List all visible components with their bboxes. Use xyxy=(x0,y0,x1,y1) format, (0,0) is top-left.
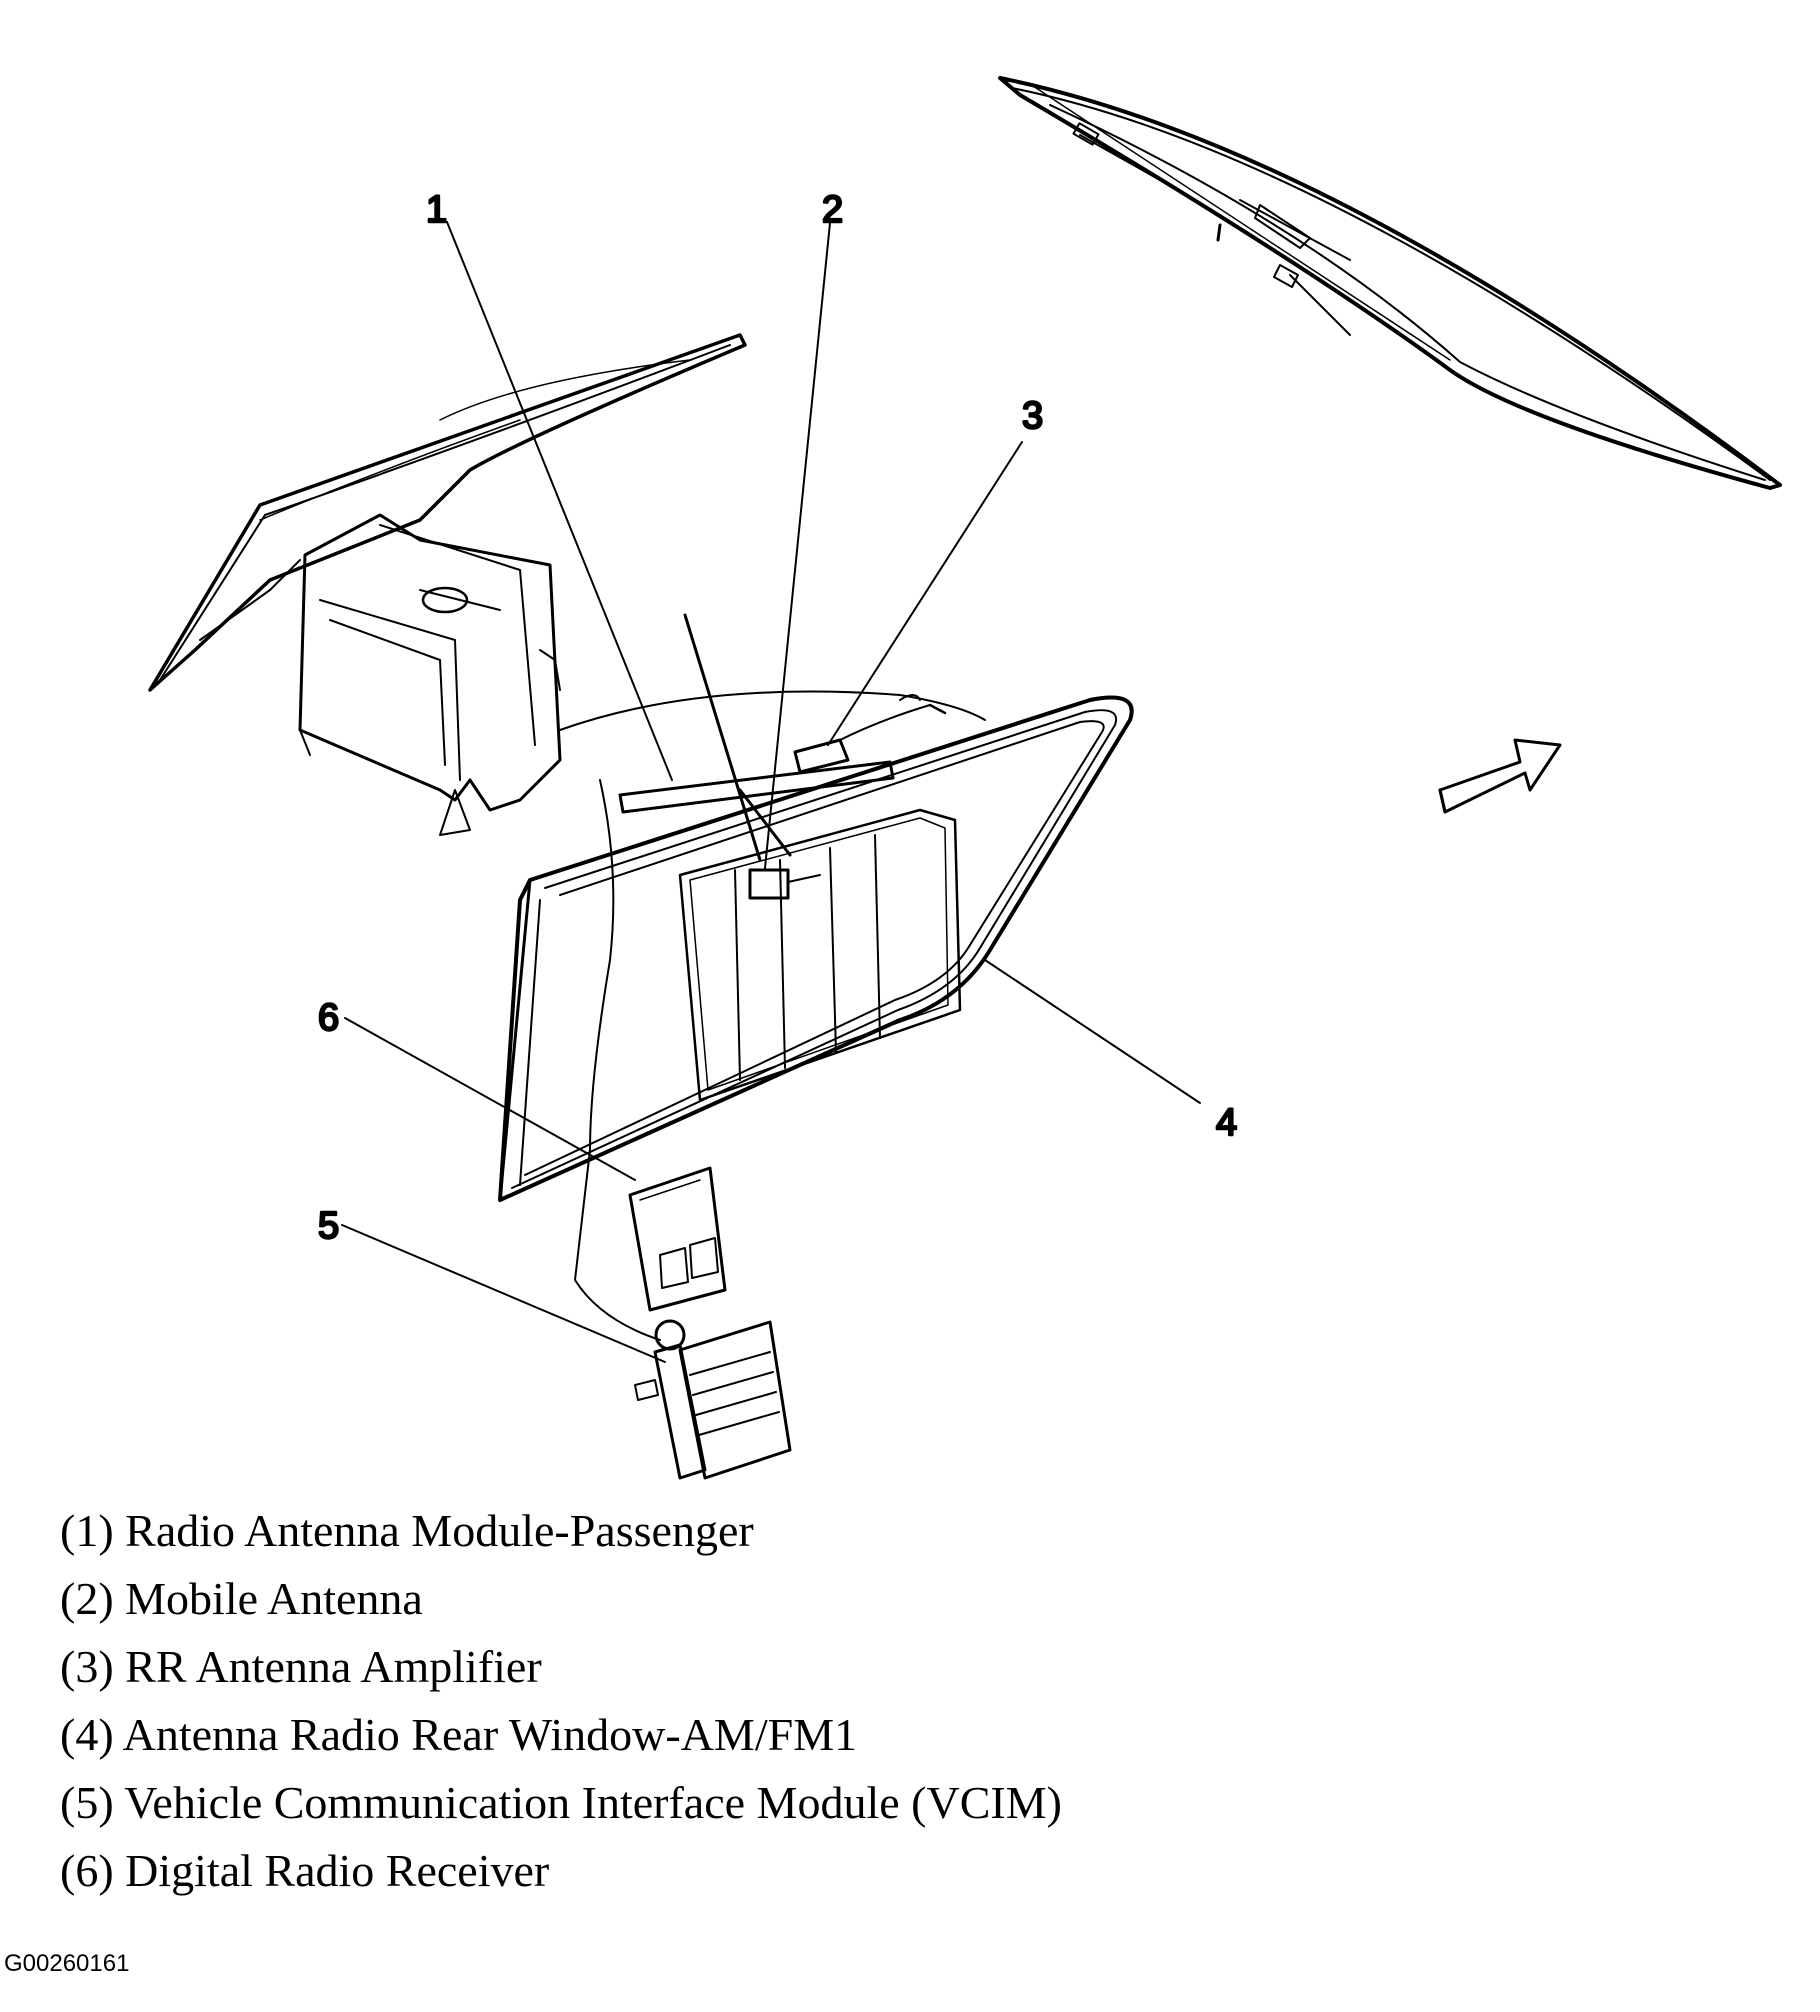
legend-item: (5) Vehicle Communication Interface Modu… xyxy=(60,1777,1062,1828)
rear-window-glass xyxy=(1000,78,1780,488)
callout-4: 4 xyxy=(1216,1102,1237,1144)
callout-3: 3 xyxy=(1022,395,1043,437)
callout-2: 2 xyxy=(822,189,843,231)
legend-item: (1) Radio Antenna Module-Passenger xyxy=(60,1505,754,1556)
trim-bracket xyxy=(300,515,560,835)
vcim-module xyxy=(635,1321,790,1478)
antenna-system-diagram: 1 2 3 4 5 6 xyxy=(0,0,1820,1500)
legend-item: (6) Digital Radio Receiver xyxy=(60,1845,550,1896)
mobile-antenna-whip xyxy=(685,615,760,860)
receiver-cable xyxy=(575,780,660,1340)
legend-item: (4) Antenna Radio Rear Window-AM/FM1 xyxy=(60,1709,858,1760)
direction-arrow-icon xyxy=(1440,740,1560,812)
legend-item: (2) Mobile Antenna xyxy=(60,1573,423,1624)
legend: (1) Radio Antenna Module-Passenger (2) M… xyxy=(60,1497,1760,1905)
callout-6: 6 xyxy=(318,997,339,1039)
figure-id: G00260161 xyxy=(4,1950,130,1977)
callout-5: 5 xyxy=(318,1205,339,1247)
rr-antenna-amplifier xyxy=(795,695,945,772)
callout-1: 1 xyxy=(426,189,447,231)
antenna-cable xyxy=(560,692,985,730)
legend-item: (3) RR Antenna Amplifier xyxy=(60,1641,542,1692)
digital-radio-receiver xyxy=(630,1168,725,1310)
headliner-panel xyxy=(150,335,745,690)
leader-lines xyxy=(342,222,1200,1362)
quarter-window-glass xyxy=(500,698,1132,1201)
